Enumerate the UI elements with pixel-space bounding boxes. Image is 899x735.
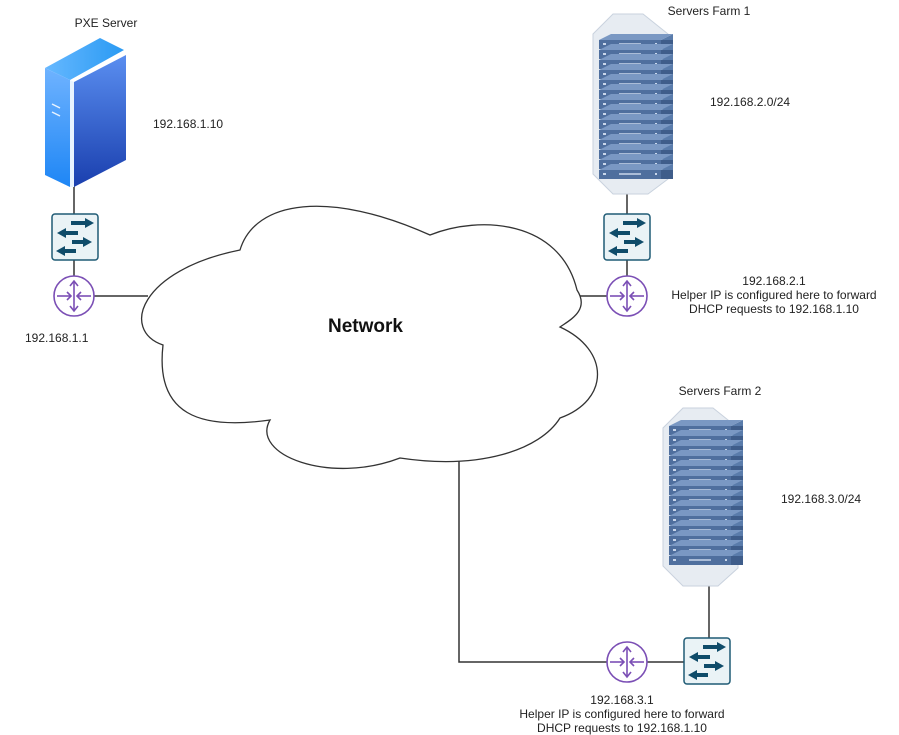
server-rack-icon: [662, 407, 744, 587]
tower-server-icon: [45, 38, 126, 187]
connectors: [73, 183, 710, 663]
farm2-subnet: 192.168.3.0/24: [781, 492, 862, 506]
farm2-title: Servers Farm 2: [678, 384, 762, 398]
router-icon: [606, 641, 648, 683]
pxe-server-title: PXE Server: [74, 16, 138, 30]
farm2-note-line1: Helper IP is configured here to forward: [519, 707, 725, 721]
server-rack-icon: [592, 13, 674, 195]
router-icon: [606, 275, 648, 317]
pxe-gateway-ip: 192.168.1.1: [25, 331, 89, 345]
farm1-title: Servers Farm 1: [667, 4, 751, 18]
network-switch-icon: [682, 636, 732, 686]
network-switch-icon: [602, 212, 652, 262]
network-switch-icon: [50, 212, 100, 262]
network-cloud-label: Network: [328, 316, 403, 337]
router-icon: [53, 275, 95, 317]
farm2-router-ip: 192.168.3.1: [590, 693, 654, 707]
farm1-note-line2: DHCP requests to 192.168.1.10: [689, 302, 859, 316]
farm1-note-line1: Helper IP is configured here to forward: [671, 288, 877, 302]
rack-unit: [598, 163, 674, 180]
network-cloud-shape: [140, 205, 598, 470]
pxe-server-ip: 192.168.1.10: [153, 117, 224, 131]
farm1-router-ip: 192.168.2.1: [742, 274, 806, 288]
rack-unit: [668, 549, 744, 566]
link-cloud-to-router3: [458, 459, 607, 663]
farm1-subnet: 192.168.2.0/24: [710, 95, 791, 109]
farm2-note-line2: DHCP requests to 192.168.1.10: [537, 721, 707, 735]
